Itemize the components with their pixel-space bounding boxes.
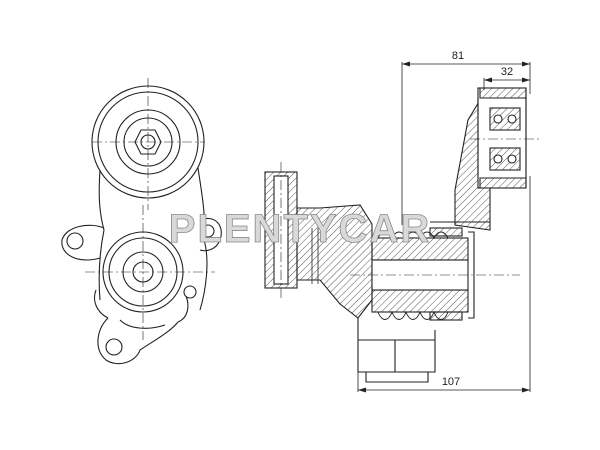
dimension-lines	[357, 62, 531, 392]
dimension-107-label: 107	[442, 376, 460, 388]
tensioner-arm	[98, 167, 208, 311]
right-mount-ear	[199, 218, 222, 252]
main-body	[296, 204, 373, 319]
section-view	[264, 87, 540, 383]
bottom-mount-ear	[97, 317, 179, 365]
mounting-tube	[264, 162, 298, 300]
front-view	[61, 78, 222, 365]
lower-pulley	[93, 231, 197, 323]
pulley-section	[470, 87, 540, 189]
dimension-arrows	[358, 61, 530, 393]
spring-assembly	[350, 227, 520, 321]
lower-housing	[357, 318, 436, 383]
watermark-logo: PLENTYCAR	[169, 207, 431, 251]
left-mount-ear	[61, 224, 105, 261]
upper-pulley	[91, 85, 205, 199]
dimension-81-label: 81	[452, 50, 464, 62]
dimension-32-label: 32	[501, 66, 513, 78]
